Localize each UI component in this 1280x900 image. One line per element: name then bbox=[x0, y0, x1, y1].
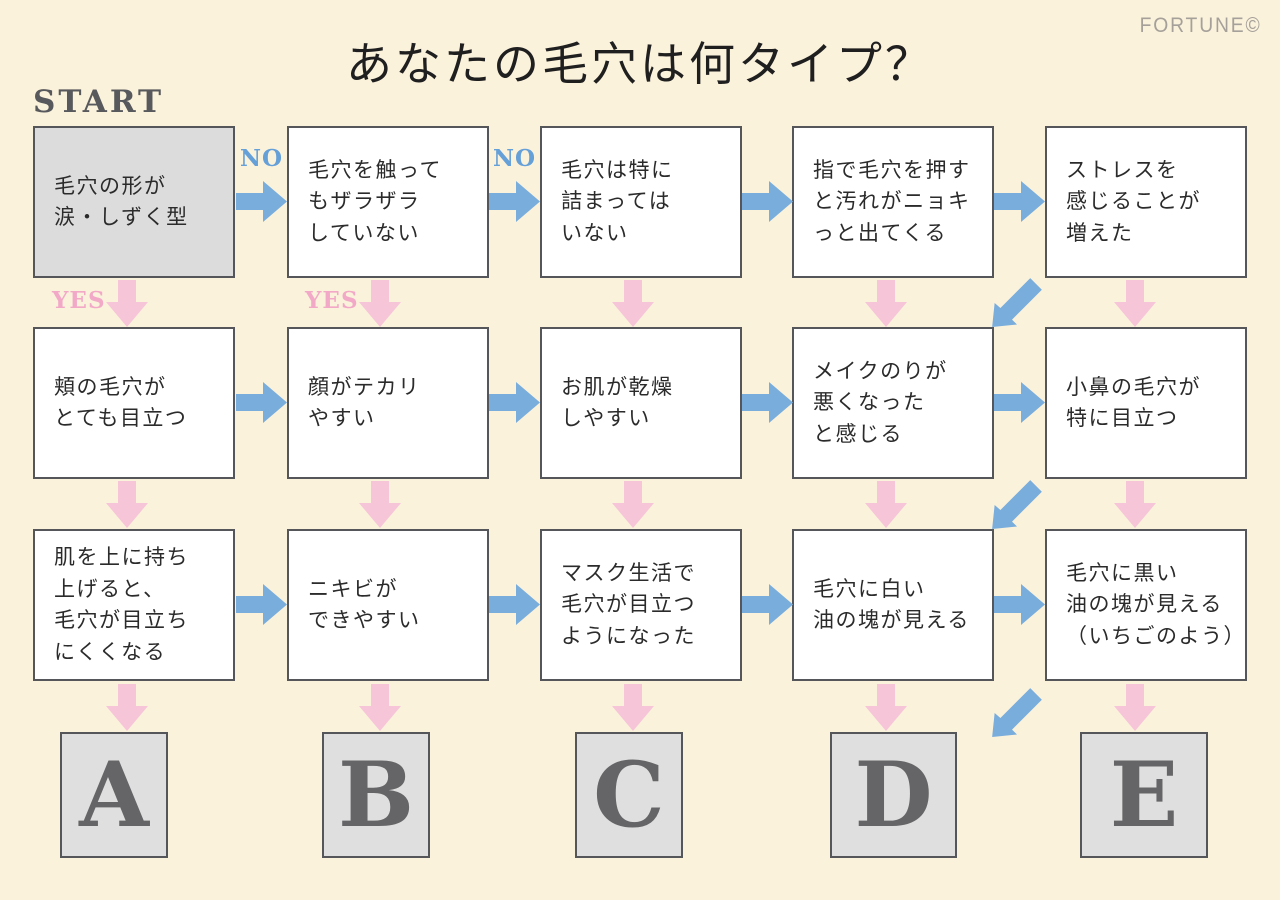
flow-box-r1c5: ストレスを 感じることが 増えた bbox=[1045, 126, 1247, 278]
flow-box-r1c2: 毛穴を触って もザラザラ していない bbox=[287, 126, 489, 278]
start-label: START bbox=[33, 84, 165, 120]
no-label: NO bbox=[240, 145, 284, 172]
fortune-logo: FORTUNE© bbox=[1140, 14, 1262, 37]
arrow-right-icon bbox=[994, 582, 1046, 626]
page-title: あなたの毛穴は何タイプ？ bbox=[346, 37, 934, 91]
result-box-d: D bbox=[830, 732, 957, 858]
arrow-diagonal-down-left-icon bbox=[988, 686, 1046, 740]
arrow-down-icon bbox=[865, 481, 907, 528]
flow-box-r2c1: 頬の毛穴が とても目立つ bbox=[33, 327, 235, 479]
arrow-right-icon bbox=[489, 380, 541, 424]
arrow-down-icon bbox=[612, 684, 654, 731]
result-box-b: B bbox=[322, 732, 430, 858]
arrow-down-icon bbox=[359, 684, 401, 731]
arrow-down-icon bbox=[359, 280, 401, 327]
arrow-down-icon bbox=[865, 280, 907, 327]
arrow-down-icon bbox=[359, 481, 401, 528]
flow-box-r3c5: 毛穴に黒い 油の塊が見える （いちごのよう） bbox=[1045, 529, 1247, 681]
arrow-down-icon bbox=[106, 280, 148, 327]
arrow-right-icon bbox=[236, 380, 288, 424]
flow-box-r1c1: 毛穴の形が 涙・しずく型 bbox=[33, 126, 235, 278]
arrow-right-icon bbox=[994, 380, 1046, 424]
arrow-down-icon bbox=[865, 684, 907, 731]
arrow-right-icon bbox=[742, 380, 794, 424]
arrow-right-icon bbox=[994, 179, 1046, 223]
arrow-right-icon bbox=[236, 582, 288, 626]
yes-label: YES bbox=[305, 287, 359, 314]
arrow-right-icon bbox=[236, 179, 288, 223]
arrow-down-icon bbox=[612, 481, 654, 528]
arrow-down-icon bbox=[1114, 280, 1156, 327]
arrow-down-icon bbox=[1114, 481, 1156, 528]
arrow-down-icon bbox=[1114, 684, 1156, 731]
arrow-diagonal-down-left-icon bbox=[988, 478, 1046, 532]
flow-box-r1c4: 指で毛穴を押す と汚れがニョキ っと出てくる bbox=[792, 126, 994, 278]
result-box-e: E bbox=[1080, 732, 1208, 858]
flow-box-r3c2: ニキビが できやすい bbox=[287, 529, 489, 681]
arrow-down-icon bbox=[612, 280, 654, 327]
flow-box-r2c2: 顔がテカリ やすい bbox=[287, 327, 489, 479]
no-label: NO bbox=[493, 145, 537, 172]
flow-box-r3c1: 肌を上に持ち 上げると、 毛穴が目立ち にくくなる bbox=[33, 529, 235, 681]
flow-box-r3c3: マスク生活で 毛穴が目立つ ようになった bbox=[540, 529, 742, 681]
arrow-right-icon bbox=[489, 179, 541, 223]
result-box-c: C bbox=[575, 732, 683, 858]
flow-box-r2c3: お肌が乾燥 しやすい bbox=[540, 327, 742, 479]
result-box-a: A bbox=[60, 732, 168, 858]
flow-box-r3c4: 毛穴に白い 油の塊が見える bbox=[792, 529, 994, 681]
arrow-down-icon bbox=[106, 684, 148, 731]
arrow-right-icon bbox=[742, 582, 794, 626]
arrow-diagonal-down-left-icon bbox=[988, 276, 1046, 330]
arrow-down-icon bbox=[106, 481, 148, 528]
arrow-right-icon bbox=[489, 582, 541, 626]
flow-box-r2c5: 小鼻の毛穴が 特に目立つ bbox=[1045, 327, 1247, 479]
flow-box-r2c4: メイクのりが 悪くなった と感じる bbox=[792, 327, 994, 479]
flow-box-r1c3: 毛穴は特に 詰まっては いない bbox=[540, 126, 742, 278]
yes-label: YES bbox=[52, 287, 106, 314]
arrow-right-icon bbox=[742, 179, 794, 223]
